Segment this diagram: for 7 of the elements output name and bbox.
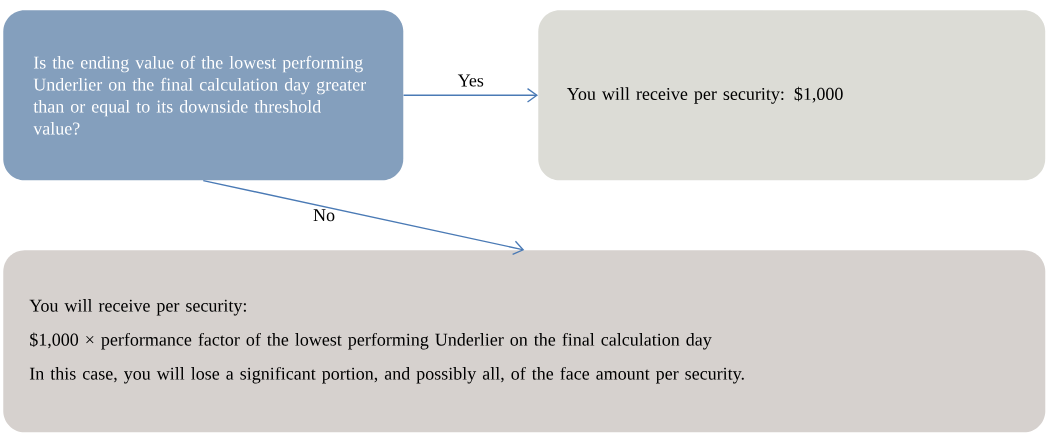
decision-box: Is the ending value of the lowest performing Underlier on the final calculation day greater than or equal to its downside threshold value?	[3, 10, 404, 181]
arrow	[402, 87, 538, 103]
edge-label: No	[313, 209, 335, 222]
outcome-box: You will receive per security: $1,000 × performance factor of the lowest performing Underlier on the final calculation day In this case, you will lose a significant portion, and possibly all, of the face amount per security.	[3, 250, 1046, 433]
arrow	[202, 179, 525, 255]
outcome-box: You will receive per security: $1,000	[538, 10, 1046, 181]
edge-label: Yes	[457, 74, 484, 87]
